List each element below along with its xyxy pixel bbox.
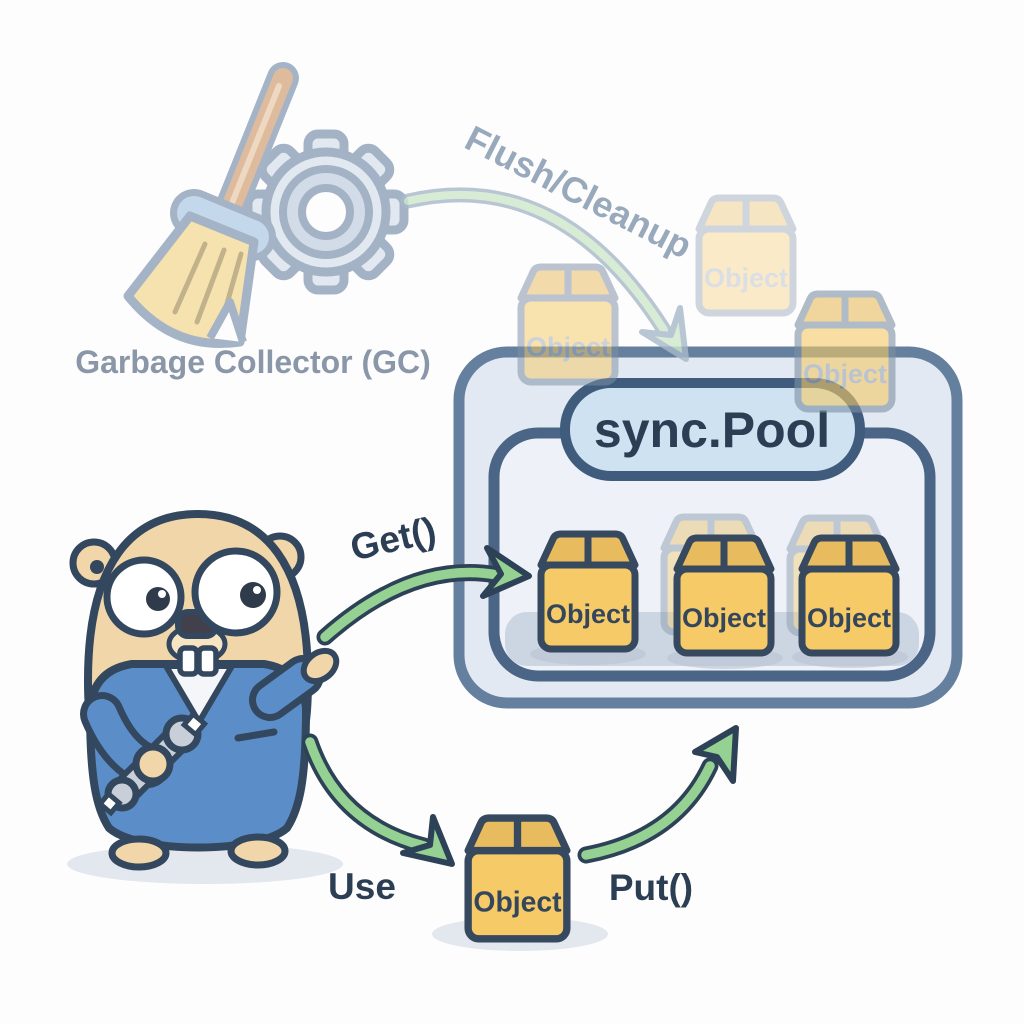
arrow-core [320,567,502,642]
gopher-hand [132,743,174,785]
floating-object-box: Object [517,263,619,386]
object-box-label: Object [807,603,891,633]
gopher-eye [103,556,185,638]
eye-glint [158,590,166,598]
gopher-ear-inner [90,560,104,574]
wrench-jaw-notch [180,710,209,739]
arrow-core [404,190,668,334]
in-use-object-box: Object [464,814,571,943]
use-arrow [301,733,455,867]
box-flap [695,194,797,233]
gopher-eye [191,547,281,637]
arrow-core [305,737,429,851]
arrow-core [581,761,715,860]
gopher-pupil [146,587,170,611]
gopher-foot [108,835,170,871]
put-label: Put() [609,867,693,908]
object-box-label: Object [473,887,562,919]
sync-pool-container: Object Object Object sync.Pool [453,346,963,709]
gopher-pupil [240,582,266,608]
gopher-hand [300,647,340,685]
pool-title-pill [560,378,865,481]
gopher-arm-sleeve [256,662,317,714]
get-label: Get() [347,509,440,568]
put-arrow [577,725,739,864]
broom-icon [123,62,299,348]
gear-icon [243,129,409,295]
garbage-collector-label: Garbage Collector (GC) [75,344,431,380]
pool-title: sync.Pool [594,402,830,458]
object-box: Object [537,530,639,653]
box-body [695,225,797,317]
floating-object-box: Object [695,194,797,317]
object-box-label: Object [526,332,610,362]
object-box: Object [798,534,900,657]
broom-brush-notch [206,298,247,344]
flush-cleanup-arrow [400,187,689,362]
gopher-mascot [67,509,343,884]
jacket-pocket [234,728,278,742]
broom-handle-highlight [227,83,282,211]
gear-hole [298,184,354,240]
object-box-label: Object [546,599,630,629]
object-box-label: Object [704,263,788,293]
floating-object-box: Object [794,290,896,413]
arrow-head [400,814,455,867]
object-box: Object [673,534,775,657]
wrench-jaw-notch [96,790,123,817]
gopher-tooth [196,645,219,677]
use-label: Use [328,866,396,907]
arrow-outline [301,733,433,855]
eye-glint [253,586,261,594]
object-box-label: Object [682,603,766,633]
gopher-foot [227,833,289,869]
object-box-label: Object [803,359,887,389]
arrow-outline [577,757,719,864]
gopher-tooth [177,645,200,677]
arrow-head [639,305,689,362]
garbage-collector-icon [123,62,409,348]
arrow-head [692,725,739,784]
arrow-head [480,545,532,599]
get-arrow [316,545,532,646]
